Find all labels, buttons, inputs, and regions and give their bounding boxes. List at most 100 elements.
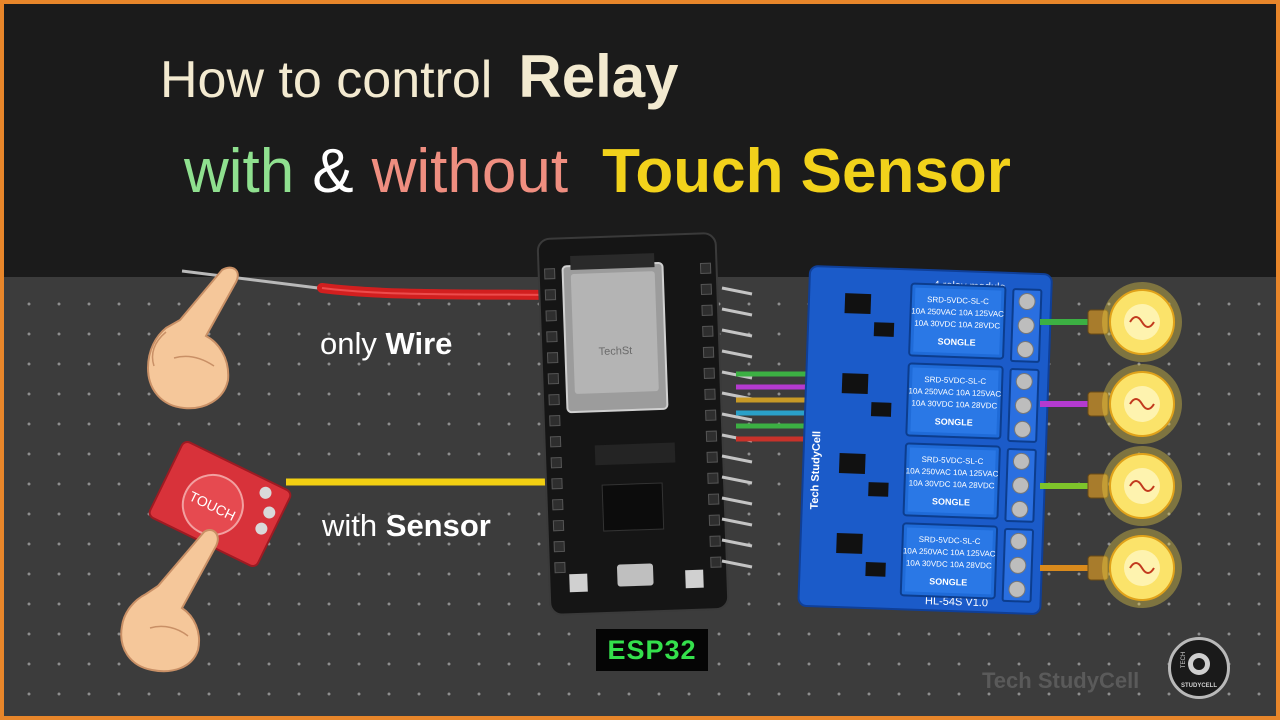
circuit-diagram: TOUCH TechSt: [120, 232, 1182, 673]
esp-pin: [700, 283, 713, 296]
relay-spec-text: 10A 30VDC 10A 28VDC: [906, 558, 992, 570]
esp-pin: [705, 409, 717, 421]
transistor: [868, 482, 889, 497]
bulb-filament: [1129, 562, 1155, 574]
relay-spec-text: SRD-5VDC-SL-C: [924, 375, 986, 386]
title-with: with: [184, 137, 295, 206]
screw-terminal: [1007, 368, 1040, 443]
esp-pin: [553, 540, 565, 553]
relay-spec-text: 10A 30VDC 10A 28VDC: [914, 319, 1000, 331]
terminal-screw: [1014, 396, 1032, 414]
watermark-text: Tech StudyCell: [982, 668, 1140, 693]
title-line-2: with&without Touch Sensor: [184, 136, 1011, 207]
esp-pin: [544, 268, 556, 280]
screw-terminal: [1004, 447, 1037, 523]
esp-pin: [554, 561, 566, 574]
esp-pin: [545, 310, 557, 322]
header-pin: [721, 517, 753, 527]
bulb-filament: [1129, 480, 1155, 492]
header-pin: [721, 349, 753, 359]
logo-top-text: TECH: [1181, 652, 1187, 668]
usb-port: [617, 563, 654, 587]
terminal-screw: [1012, 476, 1030, 494]
light-bulb-icon: [1040, 446, 1182, 526]
title-ampersand: &: [312, 137, 354, 206]
relay-brand: SONGLE: [935, 416, 973, 427]
esp-pin: [547, 373, 560, 385]
screw-terminal: [1001, 527, 1035, 603]
optocoupler: [836, 533, 863, 554]
header-pin: [721, 307, 753, 317]
relay-brand: SONGLE: [932, 496, 970, 507]
relay-spec-text: SRD-5VDC-SL-C: [919, 535, 981, 546]
terminal-screw: [1014, 420, 1032, 438]
terminal-screw: [1018, 293, 1036, 311]
light-bulbs: [1040, 282, 1182, 608]
esp-pin: [551, 477, 563, 490]
bulb-filament: [1129, 398, 1155, 410]
logo-bottom-text: STUDYCELL: [1181, 683, 1217, 689]
esp-pin: [701, 304, 713, 316]
esp-pin: [546, 331, 558, 343]
terminal-screw: [1012, 452, 1030, 470]
boot-button: [685, 569, 704, 589]
light-bulb-icon: [1040, 364, 1182, 444]
esp-pin: [703, 367, 715, 379]
light-bulb-icon: [1040, 528, 1182, 608]
terminal-screw: [1011, 500, 1029, 518]
esp-pin: [552, 498, 564, 511]
relay-spec-text: 10A 250VAC 10A 125VAC: [903, 546, 996, 558]
bare-wire-end: [181, 269, 335, 292]
esp-pin: [546, 352, 559, 364]
pointing-hand-icon: [120, 528, 219, 673]
relay-spec-text: 10A 250VAC 10A 125VAC: [908, 386, 1001, 398]
title-without: without: [371, 137, 569, 206]
header-pin: [721, 328, 753, 338]
header-pin: [721, 559, 753, 569]
esp-pin: [544, 289, 557, 301]
relay-brand-text: Tech StudyCell: [809, 431, 824, 510]
title-relay: Relay: [518, 43, 679, 110]
relay-spec-text: 10A 250VAC 10A 125VAC: [906, 466, 999, 478]
terminal-screw: [1016, 340, 1034, 358]
sensor-label: with Sensor: [322, 508, 491, 543]
brand-logo: TECH STUDYCELL: [1168, 637, 1230, 699]
terminal-screw: [1008, 580, 1026, 598]
terminal-screw: [1015, 372, 1033, 390]
header-pin: [721, 286, 753, 296]
wire-label: only Wire: [320, 326, 453, 361]
header-pin: [721, 454, 753, 464]
esp-pin: [548, 394, 560, 406]
optocoupler: [844, 293, 872, 315]
optocoupler: [838, 453, 866, 474]
esp-pin: [549, 435, 562, 448]
relay-spec-text: 10A 30VDC 10A 28VDC: [909, 478, 995, 490]
terminal-screw: [1017, 316, 1035, 334]
light-bulb-icon: [1040, 282, 1182, 362]
relay-spec-text: SRD-5VDC-SL-C: [927, 295, 989, 306]
transistor: [870, 402, 892, 417]
transistor: [865, 562, 886, 577]
esp32-board: TechSt: [536, 232, 730, 616]
esp-pin: [707, 493, 720, 505]
esp-pin: [702, 346, 715, 358]
esp-pin: [710, 556, 722, 568]
esp-pin: [708, 514, 721, 526]
esp-pin: [707, 472, 719, 484]
terminal-screw: [1010, 532, 1028, 550]
title-band: [4, 4, 1276, 277]
esp-pin: [705, 430, 718, 442]
terminal-screw: [1009, 556, 1027, 574]
relay-brand: SONGLE: [937, 336, 975, 347]
pointing-hand-icon: [146, 266, 239, 410]
en-button: [569, 573, 588, 593]
header-pin: [721, 475, 753, 485]
relay-spec-text: 10A 30VDC 10A 28VDC: [911, 399, 997, 411]
title-touch-sensor: Touch Sensor: [602, 137, 1011, 206]
esp-pin: [709, 535, 721, 547]
